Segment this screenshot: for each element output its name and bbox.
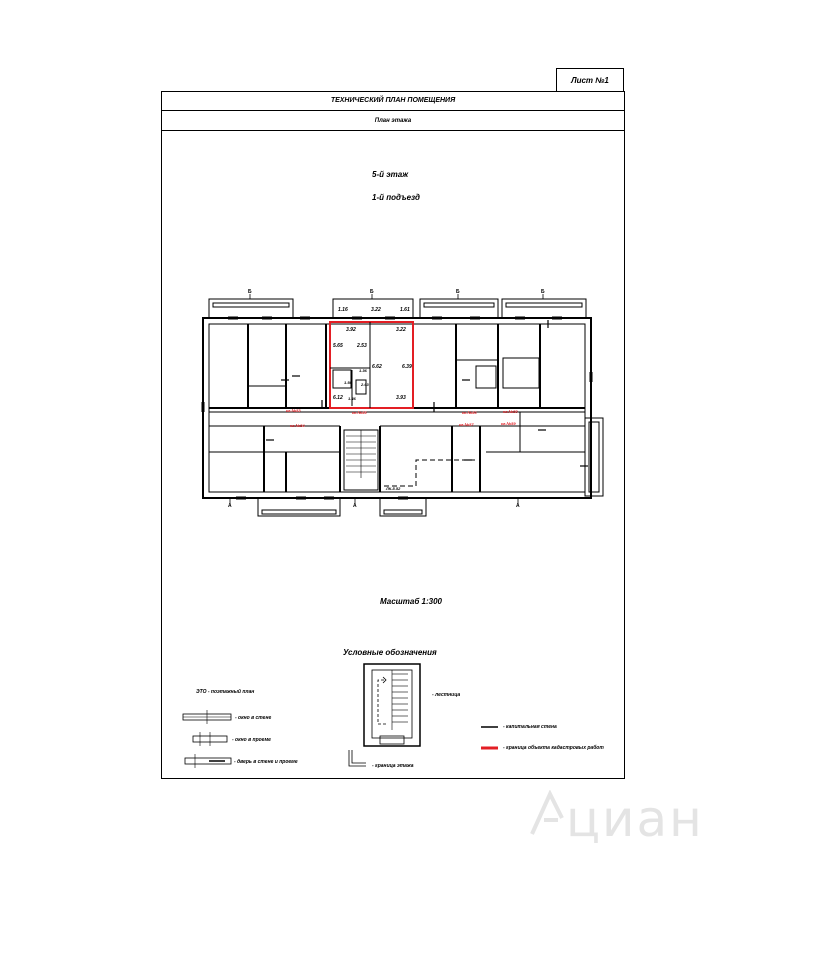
dimension-label: 3.22 xyxy=(396,327,406,333)
balcony xyxy=(332,298,414,319)
legend-item: - дверь в стене и проеме xyxy=(234,759,298,765)
watermark-text: циан xyxy=(566,790,704,848)
dimension-label: 3.92 xyxy=(346,327,356,333)
staircase-symbol xyxy=(363,663,421,747)
dimension-label: 6.62 xyxy=(372,364,382,370)
apartment-mark: кв.№58 xyxy=(503,409,518,414)
highlighted-object xyxy=(329,321,414,409)
legend-item: - капитальная стена xyxy=(503,724,557,730)
legend-item: - граница этажа xyxy=(372,763,414,769)
apartment-mark: кв.№54 xyxy=(290,423,305,428)
watermark-logo-icon xyxy=(530,790,564,835)
dimension-label: 3.22 xyxy=(371,307,381,313)
axis-letter: Б xyxy=(541,289,545,295)
legend-item: - граница объекта кадастровых работ xyxy=(503,745,604,751)
dimension-label: 3.93 xyxy=(396,395,406,401)
balcony xyxy=(208,298,294,319)
scale-label: Масштаб 1:300 xyxy=(380,597,442,606)
document-subtitle: План этажа xyxy=(161,111,625,131)
axis-letter: Б xyxy=(456,289,460,295)
legend-item: - окно в проеме xyxy=(232,737,271,743)
dimension-label: 6.12 xyxy=(333,395,343,401)
balcony xyxy=(501,298,587,319)
legend-item: - окно в стене xyxy=(235,715,272,721)
floor-label: 5-й этаж xyxy=(372,170,409,179)
dimension-label: 5.65 xyxy=(333,343,343,349)
apartment-mark: кв.№56 xyxy=(462,410,477,415)
dimension-label: 2.03 xyxy=(361,382,369,387)
balcony xyxy=(419,298,499,319)
apartment-mark: кв.№55 xyxy=(352,410,367,415)
dimension-label: 1.50 xyxy=(344,380,352,385)
dimension-label: 2.53 xyxy=(357,343,367,349)
legend-staircase-label: - лестница xyxy=(432,692,461,698)
document-title: ТЕХНИЧЕСКИЙ ПЛАН ПОМЕЩЕНИЯ xyxy=(161,91,625,111)
axis-letter: А xyxy=(228,503,232,509)
dimension-label: 1.61 xyxy=(400,307,410,313)
sheet-label: Лист №1 xyxy=(556,68,624,91)
axis-letter: Б xyxy=(248,289,252,295)
legend-title: Условные обозначения xyxy=(343,648,437,657)
axis-letter: А xyxy=(516,503,520,509)
dimension-label: 1.16 xyxy=(338,307,348,313)
dimension-label: 1.46 xyxy=(348,396,356,401)
apartment-mark: кв.№57 xyxy=(459,422,474,427)
axis-letter: Б xyxy=(370,289,374,295)
section-label: 1-й подъезд xyxy=(372,193,420,202)
drawing-frame xyxy=(161,91,625,779)
apartment-mark: кв.№53 xyxy=(286,408,301,413)
dimension-label: 6.39 xyxy=(402,364,412,370)
legend-left-title: ЭТО - поэтажный план xyxy=(196,689,255,695)
axis-letter: А xyxy=(353,503,357,509)
apartment-mark: кв.№59 xyxy=(501,421,516,426)
balcony xyxy=(584,417,604,497)
dimension-label: 1.36 xyxy=(359,368,367,373)
landing-mark: ЛК-5.52 xyxy=(386,486,401,491)
